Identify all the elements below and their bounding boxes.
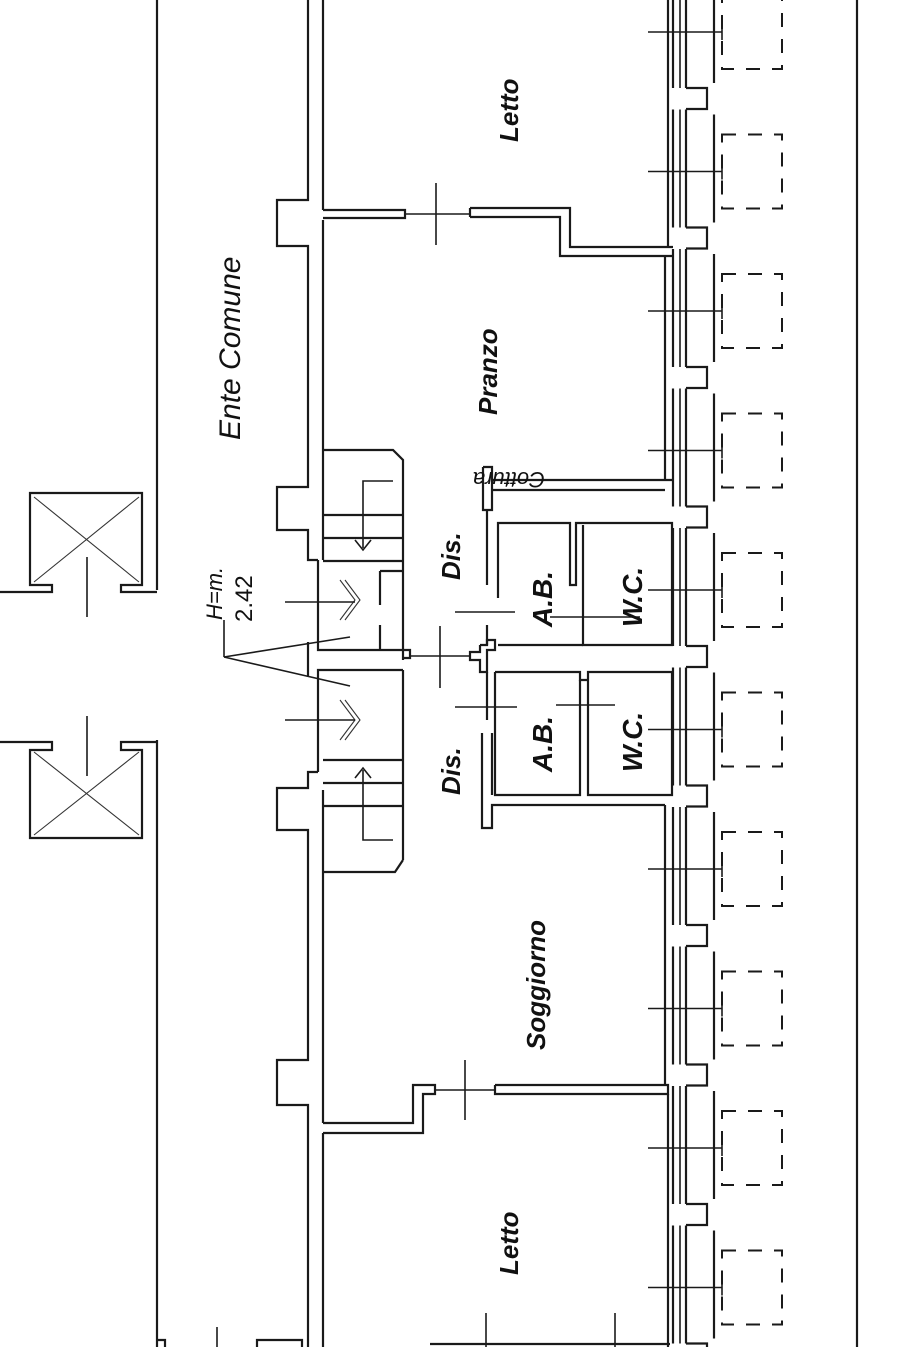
label-dis-top: Dis. — [436, 532, 466, 580]
label-ab-bottom: A.B. — [527, 716, 558, 773]
balcony-outline — [721, 133, 783, 210]
facade-pier — [686, 1202, 709, 1227]
south-edge — [157, 1313, 670, 1347]
facade-pier — [686, 505, 709, 529]
label-letto-top: Letto — [494, 78, 524, 142]
balcony-outline — [721, 691, 783, 768]
facade-pier — [686, 365, 709, 390]
label-pranzo: Pranzo — [473, 328, 503, 415]
label-dis-bottom: Dis. — [436, 747, 466, 795]
west-wall — [275, 0, 325, 1347]
elevator-bottom — [0, 716, 157, 840]
label-cottura: Cottura — [473, 467, 545, 492]
facade-pier — [686, 226, 709, 250]
balcony-outline — [721, 0, 783, 70]
label-ente-comune: Ente Comune — [214, 257, 247, 440]
label-height-1: H=m. — [202, 567, 227, 620]
stair-bottom — [285, 668, 405, 874]
label-wc-bottom: W.C. — [617, 712, 648, 772]
partition-soggiorno-letto — [323, 1060, 670, 1135]
balcony-outline — [721, 1249, 783, 1326]
balcony-outline — [721, 412, 783, 489]
facade-pier — [686, 644, 709, 669]
facade-pier — [686, 784, 709, 808]
label-ab-top: A.B. — [527, 571, 558, 628]
label-soggiorno: Soggiorno — [521, 920, 551, 1050]
balcony-outline — [721, 273, 783, 349]
label-wc-top: W.C. — [617, 567, 648, 627]
elevator-top — [0, 491, 157, 617]
balcony-outline — [721, 552, 783, 628]
balcony-outline — [721, 831, 783, 907]
corridor-walls — [155, 0, 859, 1347]
balcony-outline — [721, 970, 783, 1047]
room-east-walls — [663, 0, 670, 1347]
facade-pier — [686, 1342, 709, 1347]
room-labels: Ente Comune Letto Pranzo Cottura Dis. A.… — [202, 78, 648, 1275]
east-facade — [648, 0, 723, 1347]
stair-top — [285, 448, 405, 660]
partition-letto-pranzo — [323, 183, 673, 258]
height-note-leader — [223, 620, 351, 687]
bathroom-walls — [455, 465, 674, 830]
label-height-2: 2.42 — [231, 575, 258, 622]
entrance-doors — [403, 626, 470, 688]
label-letto-bottom: Letto — [494, 1211, 524, 1275]
facade-pier — [686, 1063, 709, 1087]
facade-pier — [686, 923, 709, 948]
facade-pier — [686, 86, 709, 111]
balcony-outline — [721, 1110, 783, 1186]
balconies — [721, 0, 783, 1326]
